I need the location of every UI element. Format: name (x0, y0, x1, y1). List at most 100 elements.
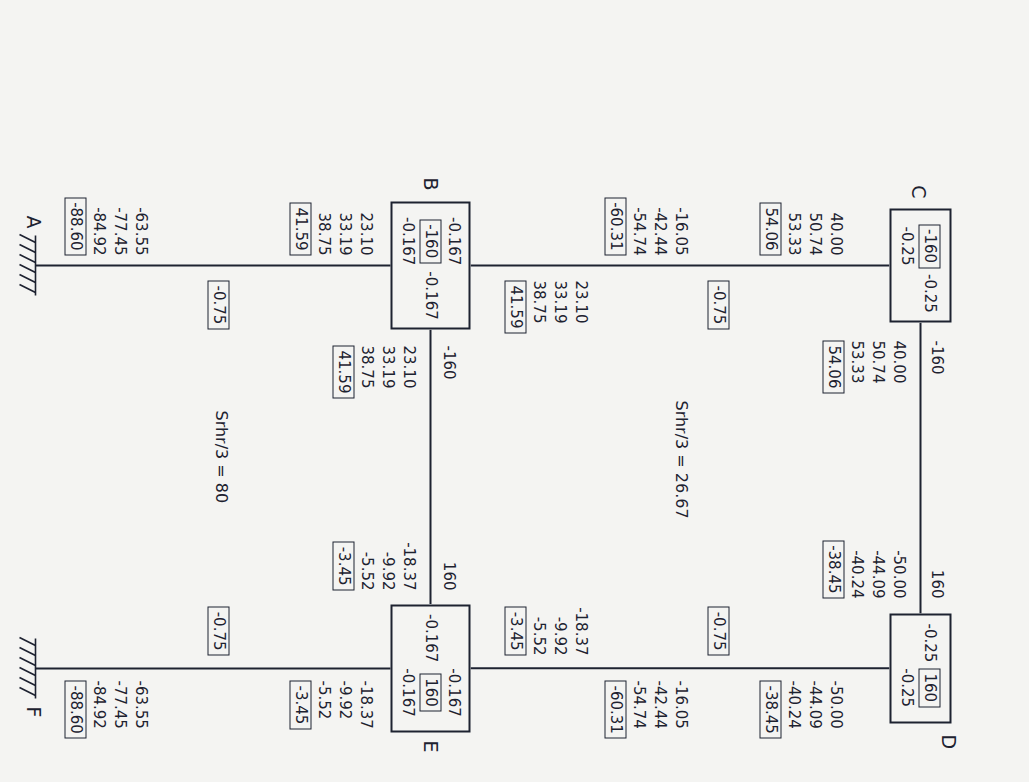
iteration-value: -77.45 (110, 207, 128, 255)
boxed-value: -60.31 (604, 680, 626, 738)
distribution-factor: -0.25 (920, 274, 938, 313)
value-text: 41.59 (334, 350, 352, 393)
iteration-value: -42.44 (650, 207, 668, 255)
iteration-value: 38.75 (529, 280, 547, 323)
iteration-value: 23.10 (399, 345, 417, 388)
distribution-factor: -0.167 (421, 271, 439, 319)
distribution-factor: -0.167 (444, 217, 462, 265)
support-base (34, 235, 36, 295)
value-column: -160 (439, 345, 457, 379)
hatch (19, 647, 35, 655)
value-text: -0.75 (209, 285, 227, 324)
value-column: -0.75 (207, 606, 229, 655)
hatch (19, 637, 35, 645)
boxed-value: 41.59 (289, 202, 311, 255)
hatch (19, 657, 35, 665)
fixed-end-moment: 160 (927, 569, 945, 598)
iteration-value: -16.05 (671, 680, 689, 728)
iteration-value: -44.09 (805, 680, 823, 728)
distribution-factor: -0.25 (897, 226, 915, 265)
boxed-value: 41.59 (332, 345, 354, 398)
value-text: 41.59 (506, 285, 524, 328)
boxed-value: -160 (419, 219, 441, 263)
value-column: D (937, 734, 959, 749)
value-column: -63.55-77.45-84.92-88.60 (64, 680, 149, 738)
value-column: 40.0050.7453.3354.06 (822, 340, 907, 393)
iteration-value: -44.09 (868, 550, 886, 598)
value-column: B (419, 177, 441, 190)
boxed-value: -88.60 (64, 680, 86, 738)
iteration-value: -50.00 (826, 680, 844, 728)
iteration-value: -18.37 (399, 542, 417, 590)
value-text: -160 (920, 229, 938, 263)
boxed-value: -0.75 (207, 606, 229, 655)
distribution-factor: -0.167 (398, 668, 416, 716)
hatch (19, 254, 35, 262)
iteration-value: 50.74 (868, 340, 886, 383)
value-column: -0.75 (207, 280, 229, 329)
value-column: -18.37-9.92-5.52-3.45 (332, 541, 417, 590)
value-text: -0.75 (709, 611, 727, 650)
value-column: -63.55-77.45-84.92 -88.60 (64, 197, 149, 255)
value-column: -18.37-9.92-5.52-3.45 (289, 680, 374, 729)
iteration-value: 33.19 (335, 212, 353, 255)
joint-box: -0.25 -0.25 -160 (889, 208, 951, 323)
fixed-support (19, 234, 35, 295)
value-text: -3.45 (291, 685, 309, 724)
iteration-value: -9.92 (550, 616, 568, 655)
iteration-value: -54.74 (629, 680, 647, 728)
iteration-value: -77.45 (110, 680, 128, 728)
iteration-value: 23.10 (356, 212, 374, 255)
iteration-value: 40.00 (826, 212, 844, 255)
value-column: C (907, 185, 929, 198)
support-base (34, 638, 36, 698)
value-column: -16.05-42.44-54.74 -60.31 (604, 680, 689, 738)
distribution-factor: -0.167 (398, 217, 416, 265)
distribution-factor: -0.25 (897, 668, 915, 707)
value-text: 160 (421, 678, 439, 707)
value-text: 54.06 (761, 207, 779, 250)
boxed-value: 160 (419, 673, 441, 712)
boxed-value: -88.60 (64, 197, 86, 255)
iteration-value: -63.55 (131, 680, 149, 728)
value-column: -18.37-9.92-5.52-3.45 (504, 606, 589, 655)
boxed-value: -38.45 (822, 540, 844, 598)
hatch (19, 264, 35, 272)
boxed-value: -38.45 (759, 680, 781, 738)
value-text: -88.60 (66, 202, 84, 250)
boxed-value: 54.06 (822, 340, 844, 393)
value-column: -50.00-44.09-40.24-38.45 (822, 540, 907, 598)
iteration-value: -40.24 (847, 550, 865, 598)
iteration-value: -42.44 (650, 680, 668, 728)
boxed-value: -0.75 (707, 606, 729, 655)
value-column: -16.05-42.44-54.74-60.31 (604, 197, 689, 255)
value-text: -60.31 (606, 685, 624, 733)
boxed-value: -0.75 (207, 280, 229, 329)
iteration-value: 33.19 (378, 345, 396, 388)
iteration-value: -40.24 (784, 680, 802, 728)
value-column: 160 (439, 561, 457, 590)
distribution-factor: -0.25 (920, 623, 938, 662)
fixed-end-moment: -160 (439, 345, 457, 379)
iteration-value: -5.52 (529, 616, 547, 655)
iteration-value: -54.74 (629, 207, 647, 255)
value-text: -3.45 (506, 611, 524, 650)
distribution-factor: -0.167 (421, 614, 439, 662)
joint-letter: C (907, 185, 929, 198)
iteration-value: -63.55 (131, 207, 149, 255)
member-line (470, 667, 889, 669)
member-line (429, 329, 431, 603)
value-column: A (22, 215, 44, 228)
iteration-value: -84.92 (89, 207, 107, 255)
value-text: -0.75 (209, 611, 227, 650)
fixed-end-moment: 160 (439, 561, 457, 590)
hatch (19, 687, 35, 695)
fixed-end-moment: -160 (927, 340, 945, 374)
value-column: Srhr/3 = 80 (211, 410, 229, 503)
value-text: 54.06 (824, 345, 842, 388)
value-text: -88.60 (66, 685, 84, 733)
value-column: 40.0050.7453.3354.06 (759, 202, 844, 255)
iteration-value: -9.92 (335, 680, 353, 719)
